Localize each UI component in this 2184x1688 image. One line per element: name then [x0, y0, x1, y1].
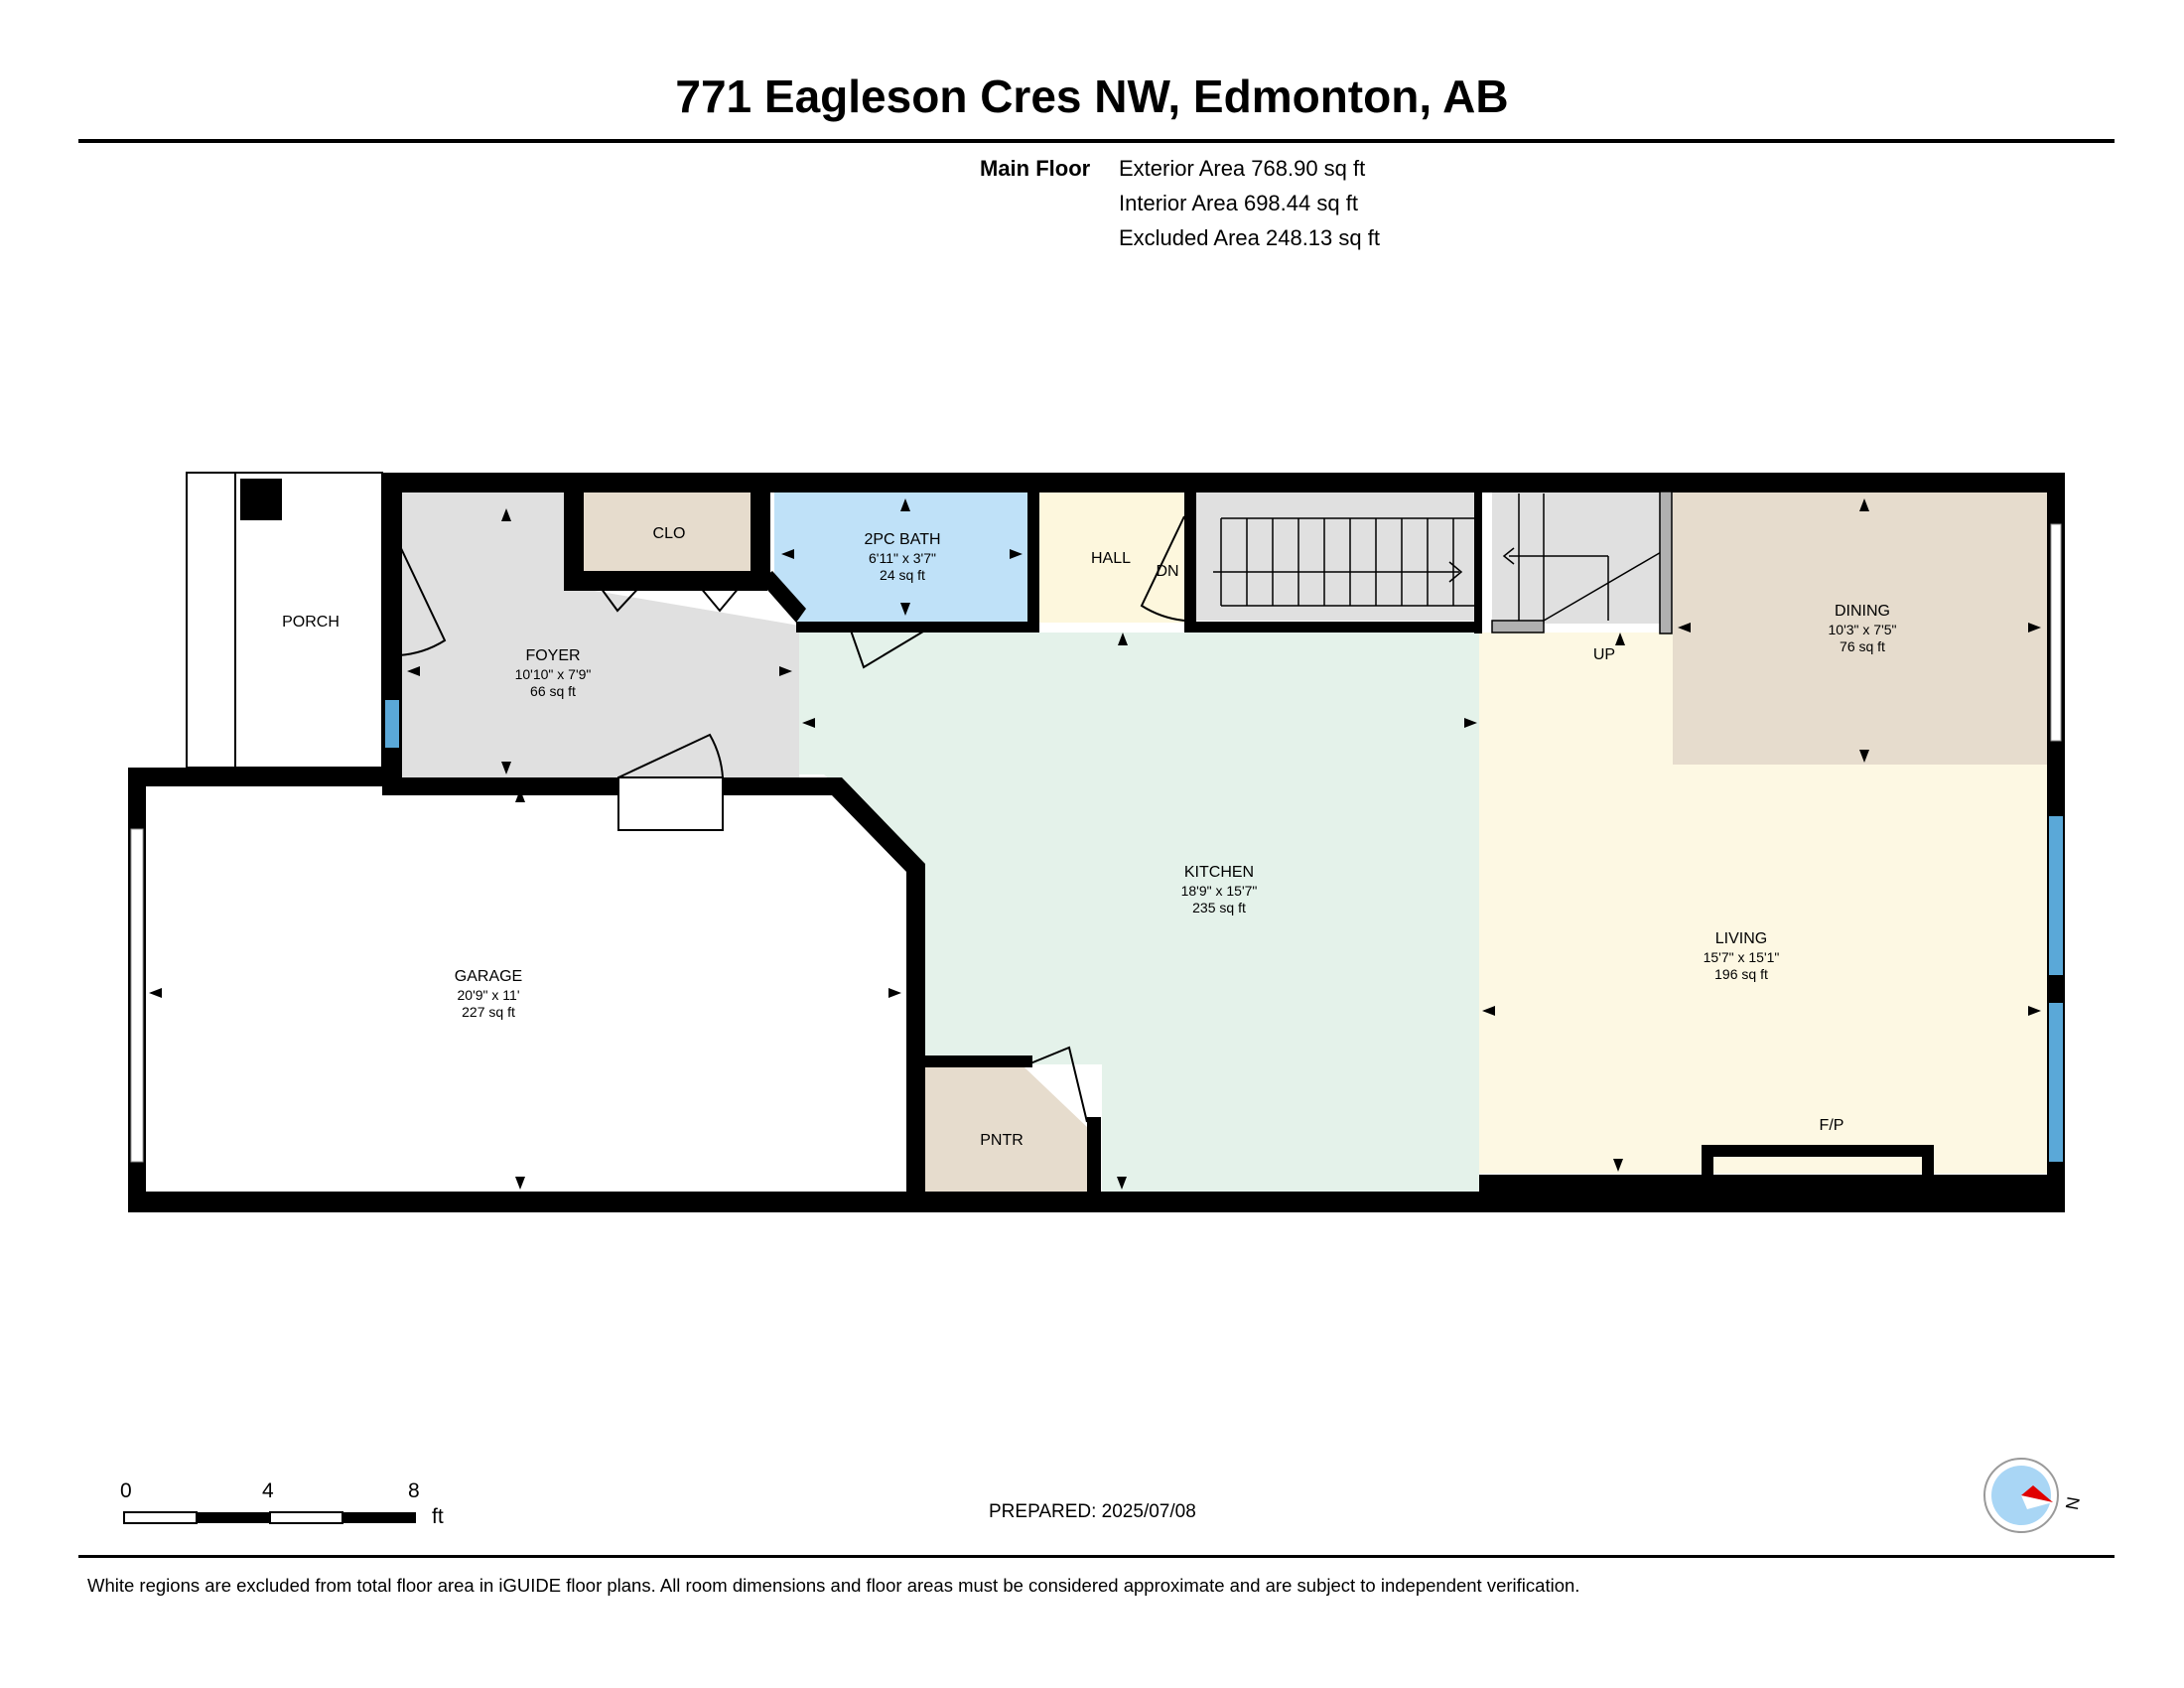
foyer-area: 66 sq ft	[530, 683, 576, 699]
scale-tick-0: 0	[120, 1479, 132, 1502]
stairs-up-label: UP	[1593, 646, 1615, 663]
living-label: LIVING	[1715, 930, 1767, 947]
clo-label: CLO	[653, 525, 686, 542]
stairs-up-fill	[1492, 492, 1663, 624]
scale-tick-8: 8	[408, 1479, 420, 1502]
kitchen-fill	[799, 633, 1479, 1194]
foyer-dims: 10'10" x 7'9"	[515, 666, 592, 682]
scale-unit: ft	[432, 1505, 444, 1528]
stairs-down-label: DN	[1156, 563, 1178, 580]
compass-icon: N	[1983, 1456, 2084, 1535]
window-living-1	[2049, 816, 2063, 975]
living-dims: 15'7" x 15'1"	[1704, 949, 1780, 965]
living-area: 196 sq ft	[1714, 966, 1768, 982]
stairs-up	[1491, 491, 1673, 634]
footer-divider	[78, 1555, 2115, 1558]
interior-area: Interior Area 698.44 sq ft	[1119, 191, 1358, 215]
scale-bar	[123, 1511, 416, 1524]
living-fill	[1479, 633, 2053, 1174]
garage-area: 227 sq ft	[462, 1004, 515, 1020]
porch-label: PORCH	[282, 614, 340, 631]
window-foyer	[385, 700, 399, 748]
pantry-label: PNTR	[980, 1132, 1024, 1149]
fireplace-label: F/P	[1820, 1117, 1844, 1134]
doors	[398, 515, 1185, 1123]
header-divider	[78, 139, 2115, 143]
dining-fill	[1673, 492, 2053, 765]
kitchen-label: KITCHEN	[1184, 864, 1254, 881]
foyer-fill	[402, 492, 799, 777]
dining-dims: 10'3" x 7'5"	[1829, 622, 1897, 637]
kitchen-dims: 18'9" x 15'7"	[1181, 883, 1258, 899]
bath-label: 2PC BATH	[864, 531, 940, 548]
dining-area: 76 sq ft	[1840, 638, 1885, 654]
hall-label: HALL	[1091, 550, 1131, 567]
dining-label: DINING	[1835, 603, 1890, 620]
prepared-date: PREPARED: 2025/07/08	[989, 1501, 1196, 1522]
area-values: Exterior Area 768.90 sq ft Interior Area…	[1119, 151, 1380, 255]
window-garage	[130, 828, 144, 1163]
porch-post	[240, 479, 282, 520]
garage-label: GARAGE	[455, 968, 522, 985]
scale-tick-4: 4	[262, 1479, 274, 1502]
porch-box	[186, 472, 383, 769]
foyer-label: FOYER	[525, 647, 580, 664]
window-living-2	[2049, 1003, 2063, 1162]
clo-fill	[576, 492, 762, 571]
bath-area: 24 sq ft	[880, 567, 925, 583]
bath-fill	[774, 492, 1027, 623]
dimension-arrows	[149, 498, 2041, 1190]
window-dining	[2050, 523, 2062, 742]
disclaimer-text: White regions are excluded from total fl…	[87, 1575, 1580, 1596]
hall-fill	[1037, 492, 1184, 623]
floor-name: Main Floor	[980, 156, 1091, 181]
garage-dims: 20'9" x 11'	[458, 987, 520, 1003]
plan-title: 771 Eagleson Cres NW, Edmonton, AB	[675, 70, 1509, 122]
bath-dims: 6'11" x 3'7"	[869, 550, 936, 566]
stairs-down-fill	[1196, 492, 1474, 621]
compass-north-label: N	[2062, 1495, 2083, 1511]
stairs-down	[1213, 517, 1474, 607]
pantry-fill	[923, 1067, 1087, 1194]
kitchen-area: 235 sq ft	[1192, 900, 1246, 915]
exterior-area: Exterior Area 768.90 sq ft	[1119, 156, 1366, 181]
excluded-area: Excluded Area 248.13 sq ft	[1119, 225, 1380, 250]
